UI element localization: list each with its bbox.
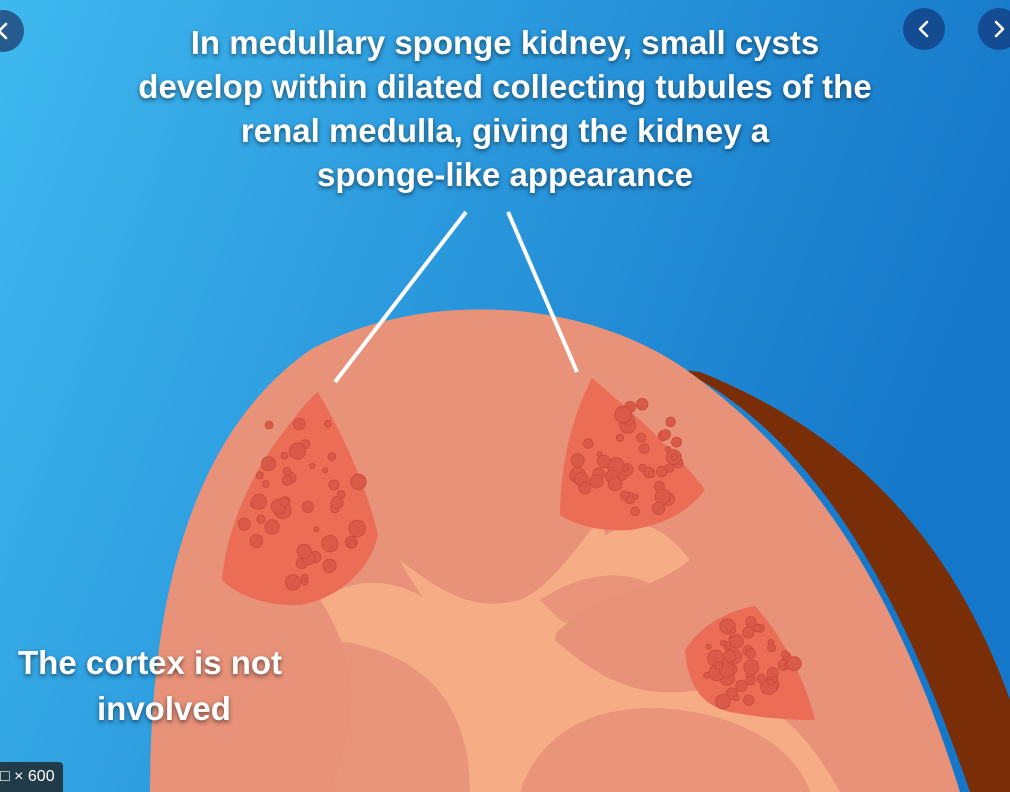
cyst — [753, 624, 762, 633]
cyst — [743, 694, 755, 706]
next-image-button[interactable] — [978, 8, 1010, 50]
cyst — [284, 574, 302, 591]
cyst — [781, 650, 789, 658]
chevron-right-icon — [994, 20, 1005, 38]
cyst — [262, 480, 270, 488]
chevron-left-icon — [918, 20, 929, 38]
cyst — [280, 451, 289, 460]
cyst — [786, 656, 802, 671]
cyst — [743, 659, 760, 675]
cyst — [639, 443, 650, 454]
cyst — [745, 616, 757, 628]
cyst — [664, 463, 675, 473]
cyst — [732, 694, 740, 702]
cyst — [255, 471, 264, 480]
pointer-line-right — [506, 211, 579, 373]
cyst — [729, 633, 744, 649]
cyst — [327, 452, 337, 461]
cyst — [615, 433, 625, 442]
cyst — [745, 648, 756, 659]
cyst — [288, 442, 306, 460]
cyst — [614, 405, 632, 424]
cyst — [296, 543, 312, 559]
cyst — [322, 467, 329, 474]
cyst — [665, 416, 676, 428]
cyst — [767, 678, 775, 686]
cyst — [720, 640, 727, 647]
cyst — [705, 643, 712, 650]
pointer-line-left — [333, 210, 468, 384]
prev-image-button-right[interactable] — [903, 8, 945, 50]
cyst — [665, 446, 672, 453]
caption-line-2: involved — [97, 690, 231, 727]
cyst — [578, 481, 592, 495]
cyst — [323, 419, 332, 428]
cyst — [282, 467, 292, 476]
cyst — [636, 432, 647, 443]
cyst — [309, 462, 316, 469]
cyst — [348, 519, 366, 538]
cyst — [279, 496, 290, 507]
cyst — [256, 514, 266, 524]
cyst — [756, 673, 767, 684]
cyst — [250, 493, 267, 510]
cyst — [630, 506, 640, 517]
cyst — [632, 493, 639, 500]
title-line-1: In medullary sponge kidney, small cysts — [190, 24, 820, 61]
chevron-left-icon — [0, 22, 8, 40]
cyst — [597, 454, 611, 469]
cyst — [583, 438, 594, 449]
cyst — [703, 671, 711, 679]
cyst — [313, 526, 320, 533]
cyst — [261, 456, 277, 472]
cyst — [723, 649, 737, 663]
cyst — [301, 500, 314, 513]
title-line-3: renal medulla, giving the kidney a — [240, 112, 770, 149]
cyst — [671, 436, 682, 448]
cyst — [670, 453, 679, 461]
cyst — [322, 558, 337, 574]
cyst — [636, 398, 649, 411]
cysts — [237, 398, 802, 710]
title-line-2: develop within dilated collecting tubule… — [138, 68, 872, 105]
cyst — [767, 643, 776, 653]
cyst — [300, 577, 309, 586]
cyst — [715, 693, 731, 710]
cyst — [328, 479, 340, 491]
cyst — [237, 517, 251, 531]
cyst — [714, 661, 724, 670]
cyst — [350, 473, 367, 490]
cyst — [293, 417, 306, 431]
cyst — [647, 470, 656, 478]
cyst — [570, 453, 585, 468]
image-size-badge: □ × 600 — [0, 762, 63, 792]
cyst — [745, 675, 756, 686]
cyst — [264, 420, 274, 430]
cyst — [330, 496, 344, 509]
cyst — [660, 429, 671, 440]
cyst — [622, 465, 629, 473]
cyst — [619, 490, 630, 501]
renal-capsule — [682, 370, 1010, 792]
cyst — [264, 519, 280, 535]
cyst — [730, 627, 737, 634]
caption-line-1: The cortex is not — [18, 644, 283, 681]
cyst — [281, 475, 293, 486]
title-line-4: sponge-like appearance — [317, 156, 693, 193]
cyst — [735, 679, 748, 692]
cyst — [348, 539, 357, 549]
cyst — [589, 474, 604, 489]
cyst — [651, 501, 666, 516]
cyst — [742, 626, 755, 639]
renal-pyramid-left — [222, 392, 378, 606]
cyst — [321, 534, 339, 553]
cyst — [249, 534, 264, 548]
cyst — [607, 476, 623, 492]
